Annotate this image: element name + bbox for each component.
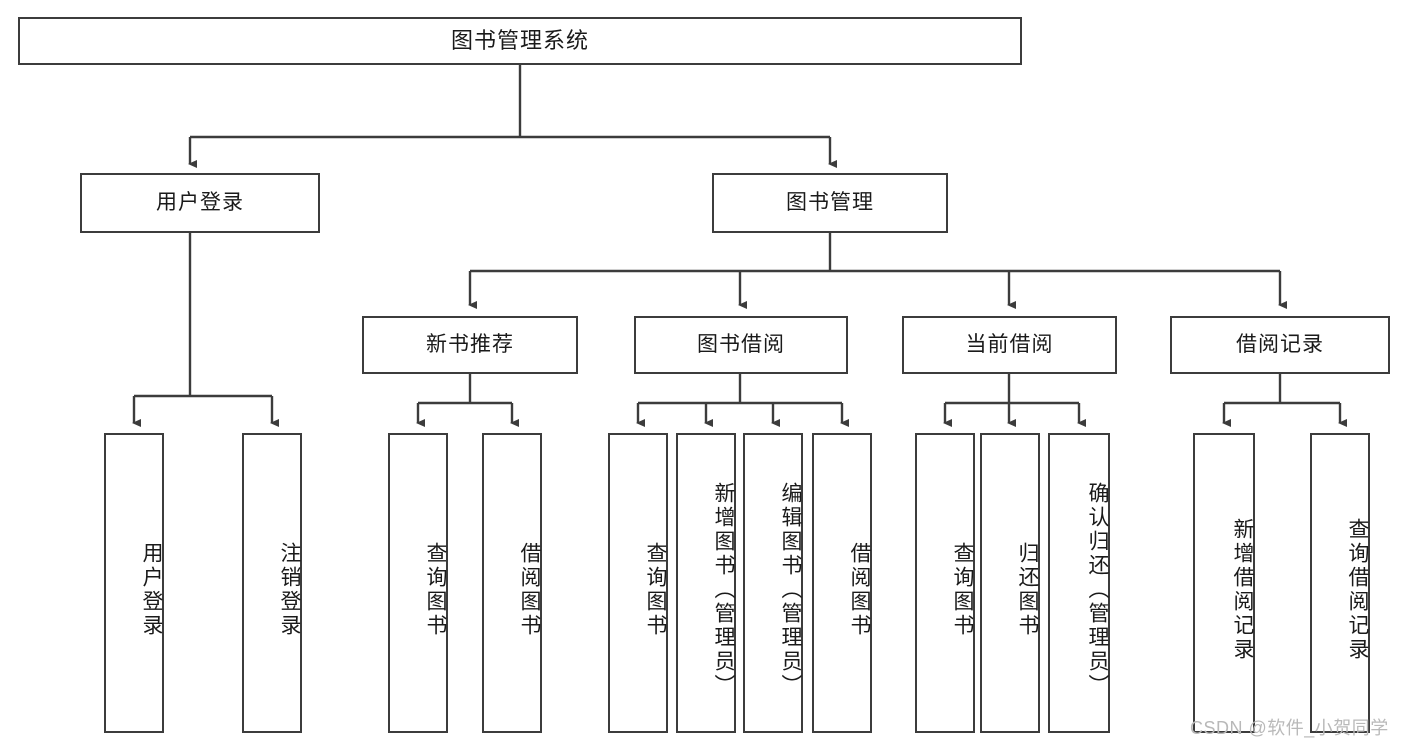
node-root-system[interactable]: 图书管理系统 (18, 17, 1022, 65)
node-label: 查询图书 (951, 542, 974, 638)
node-user-login[interactable]: 用户登录 (80, 173, 320, 233)
node-label: 新增图书（管理员） (712, 482, 735, 698)
node-label: 查询图书 (424, 542, 447, 638)
node-label: 编辑图书（管理员） (779, 482, 802, 698)
node-label: 借阅图书 (848, 542, 871, 638)
node-label: 图书管理 (786, 191, 874, 215)
node-label: 借阅记录 (1236, 333, 1324, 357)
leaf-return-book[interactable]: 归还图书 (980, 433, 1040, 733)
leaf-borrow-book-recommend[interactable]: 借阅图书 (482, 433, 542, 733)
leaf-borrow-book[interactable]: 借阅图书 (812, 433, 872, 733)
node-borrow-record[interactable]: 借阅记录 (1170, 316, 1390, 374)
node-label: 确认归还（管理员） (1086, 482, 1109, 698)
node-book-borrow[interactable]: 图书借阅 (634, 316, 848, 374)
watermark-text: CSDN @软件_小贺同学 (1190, 718, 1389, 738)
node-label: 用户登录 (140, 542, 163, 638)
node-label: 借阅图书 (518, 542, 541, 638)
node-new-book-recommend[interactable]: 新书推荐 (362, 316, 578, 374)
leaf-add-borrow-record[interactable]: 新增借阅记录 (1193, 433, 1255, 733)
leaf-edit-book-admin[interactable]: 编辑图书（管理员） (743, 433, 803, 733)
node-label: 查询图书 (644, 542, 667, 638)
node-label: 图书借阅 (697, 333, 785, 357)
node-label: 图书管理系统 (450, 27, 589, 53)
leaf-query-borrow-record[interactable]: 查询借阅记录 (1310, 433, 1370, 733)
node-current-borrow[interactable]: 当前借阅 (902, 316, 1117, 374)
leaf-logout[interactable]: 注销登录 (242, 433, 302, 733)
node-label: 新增借阅记录 (1231, 518, 1254, 662)
node-label: 注销登录 (278, 542, 301, 638)
node-label: 新书推荐 (426, 333, 514, 357)
node-label: 归还图书 (1016, 542, 1039, 638)
node-label: 查询借阅记录 (1346, 518, 1369, 662)
leaf-confirm-return-admin[interactable]: 确认归还（管理员） (1048, 433, 1110, 733)
node-book-management[interactable]: 图书管理 (712, 173, 948, 233)
leaf-user-login[interactable]: 用户登录 (104, 433, 164, 733)
node-label: 当前借阅 (965, 333, 1054, 357)
leaf-query-book-current[interactable]: 查询图书 (915, 433, 975, 733)
leaf-add-book-admin[interactable]: 新增图书（管理员） (676, 433, 736, 733)
leaf-query-book-recommend[interactable]: 查询图书 (388, 433, 448, 733)
leaf-query-book-borrow[interactable]: 查询图书 (608, 433, 668, 733)
node-label: 用户登录 (156, 191, 244, 215)
csdn-watermark: CSDN @软件_小贺同学 (1190, 714, 1389, 740)
